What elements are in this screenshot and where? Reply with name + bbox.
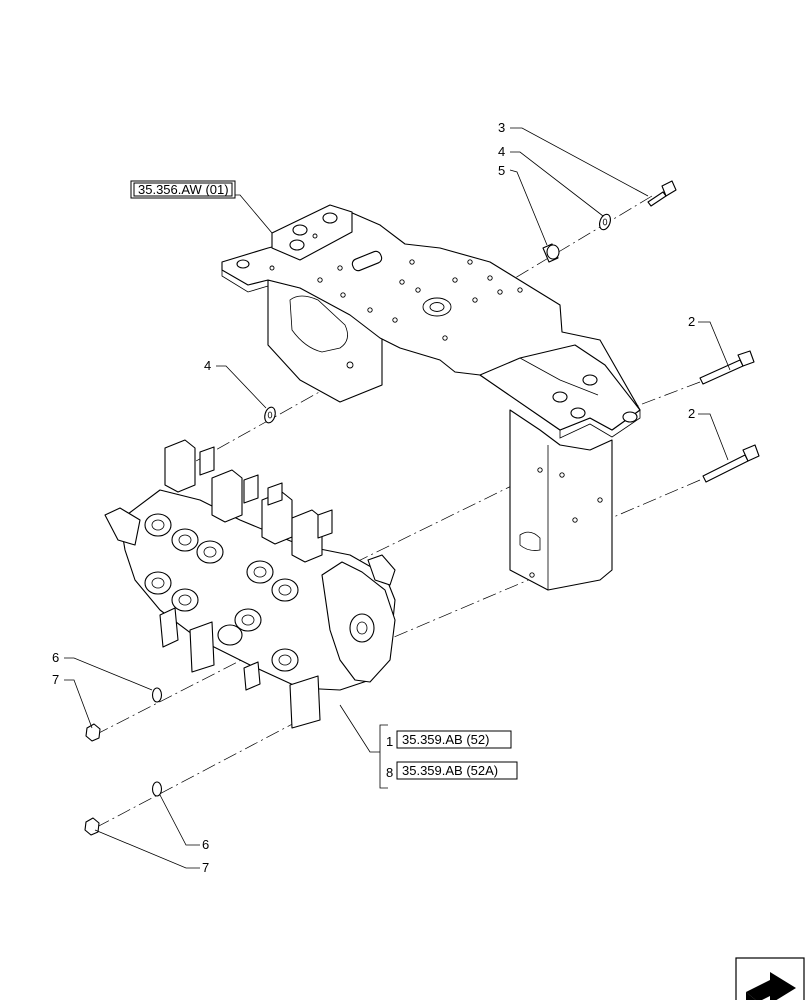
bracket-ref-text[interactable]: 35.356.AW (01) <box>138 182 229 197</box>
valve-ports <box>144 513 299 672</box>
washer-6-upper[interactable] <box>151 687 163 703</box>
bolt-2-lower[interactable] <box>702 444 760 483</box>
washer-4-left[interactable] <box>263 406 277 424</box>
washer-6-lower[interactable] <box>151 781 163 797</box>
bracket-reference[interactable]: 35.356.AW (01) <box>130 180 236 199</box>
callout-2-upper: 2 <box>688 314 695 329</box>
nut-7-upper[interactable] <box>85 723 101 742</box>
upper-tab-bolts <box>236 212 338 271</box>
callout-7-lower: 7 <box>202 860 209 875</box>
control-valve-assembly[interactable] <box>104 439 396 729</box>
callout-2-lower: 2 <box>688 406 695 421</box>
callout-4-left: 4 <box>204 358 211 373</box>
mounting-bracket[interactable] <box>221 204 641 591</box>
valve-ref-52a-box[interactable] <box>396 761 518 780</box>
bolt-2-upper[interactable] <box>699 350 755 385</box>
bolt-3[interactable] <box>647 180 677 207</box>
washer-4-upper[interactable] <box>598 213 613 231</box>
callout-6-lower: 6 <box>202 837 209 852</box>
callout-3: 3 <box>498 120 505 135</box>
callout-1: 1 <box>386 734 393 749</box>
leader-lines <box>64 127 731 869</box>
valve-reference-group: 1 35.359.AB (52) 8 35.359.AB (52A) <box>379 724 518 789</box>
spacer-5[interactable] <box>542 243 560 263</box>
next-page-arrow-icon[interactable] <box>735 957 805 1000</box>
callout-4-upper: 4 <box>498 144 505 159</box>
callout-5: 5 <box>498 163 505 178</box>
valve-ref-52a-text[interactable]: 35.359.AB (52A) <box>402 763 498 778</box>
valve-ref-52-box[interactable] <box>396 730 512 749</box>
nut-7-lower[interactable] <box>84 817 100 836</box>
callout-6-upper: 6 <box>52 650 59 665</box>
callout-7-upper: 7 <box>52 672 59 687</box>
valve-ref-52-text[interactable]: 35.359.AB (52) <box>402 732 489 747</box>
callout-8: 8 <box>386 765 393 780</box>
